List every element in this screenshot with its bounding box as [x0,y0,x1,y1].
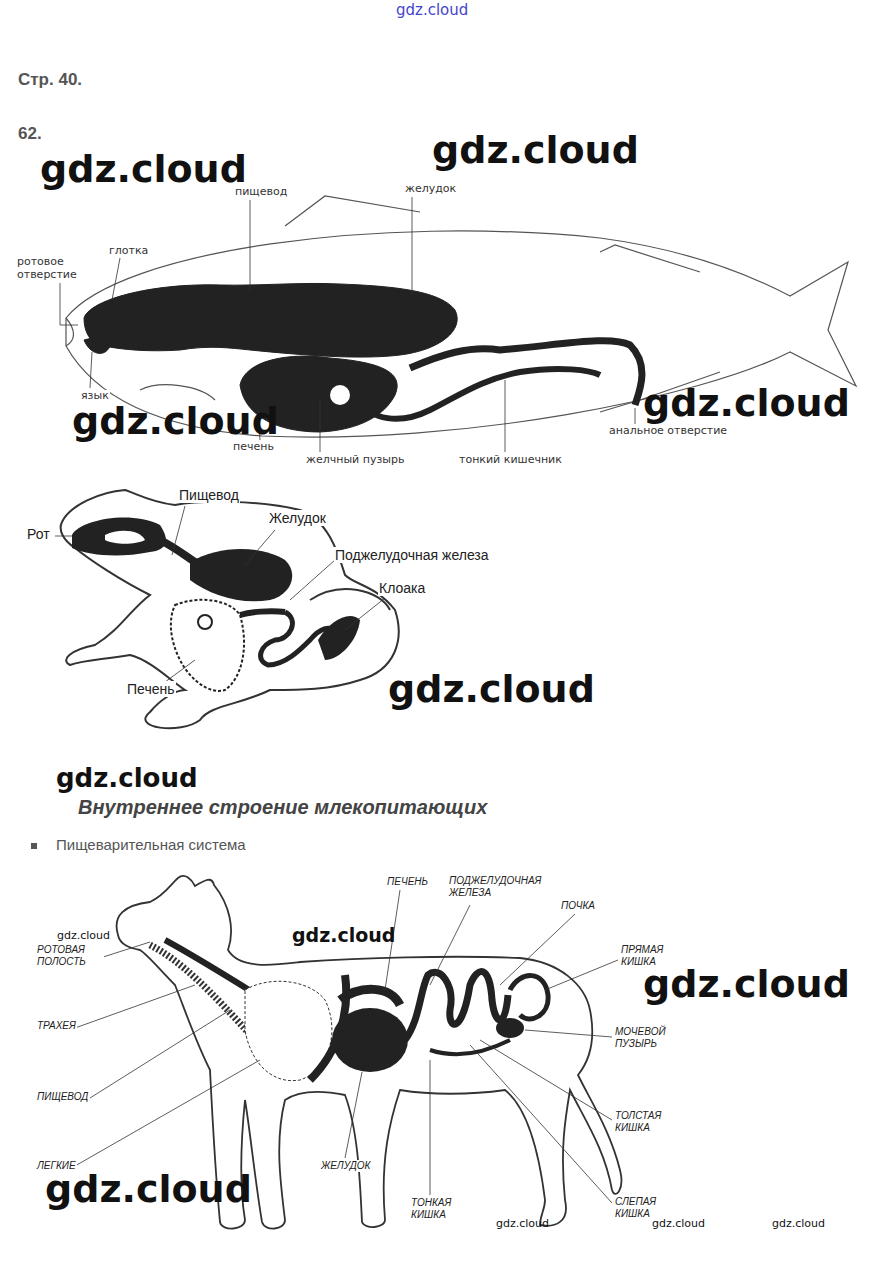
part-label: Печень [126,681,176,697]
watermark: gdz.cloud [292,925,395,947]
gall-bladder [330,385,350,405]
part-label: ПОЧКА [560,900,596,912]
watermark: gdz.cloud [40,148,247,192]
part-label: МОЧЕВОЙ ПУЗЫРЬ [614,1026,680,1049]
watermark: gdz.cloud [496,1218,549,1231]
frog-digestive-tract [72,518,360,691]
part-label: Рот [26,526,51,542]
page-number: Стр. 40. [18,70,82,90]
frog-figure [61,490,399,728]
part-label: Желудок [268,510,327,526]
watermark: gdz.cloud [432,129,639,173]
watermark: gdz.cloud [388,668,595,712]
part-label: СЛЕПАЯ КИШКА [614,1196,680,1219]
part-label: ТОНКАЯ КИШКА [410,1197,458,1220]
part-label: ТОЛСТАЯ КИШКА [614,1110,680,1133]
section-subheading: Пищеварительная система [56,836,246,853]
dog-leaders [75,890,618,1203]
part-label: тонкий кишечник [458,454,563,467]
bullet-mark [31,843,37,849]
part-label: ПОДЖЕЛУДОЧНАЯ ЖЕЛЕЗА [448,875,545,898]
watermark: gdz.cloud [652,1218,705,1231]
part-label: ЖЕЛУДОК [320,1160,371,1172]
part-label: РОТОВАЯ ПОЛОСТЬ [36,944,104,967]
part-label: ПЕЧЕНЬ [386,876,429,888]
watermark: gdz.cloud [57,930,110,943]
watermark: gdz.cloud [56,764,198,794]
part-label: анальное отверстие [608,425,728,438]
part-label: Клоака [378,580,426,596]
section-heading: Внутреннее строение млекопитающих [78,796,487,819]
part-label: глотка [108,245,149,258]
watermark: gdz.cloud [643,382,850,426]
part-label: желудок [404,183,457,196]
dog-organs [150,940,548,1081]
part-label: Пищевод [178,487,240,503]
part-label: пищевод [234,186,288,199]
part-label: ТРАХЕЯ [36,1020,77,1032]
watermark: gdz.cloud [772,1218,825,1231]
fish-leaders [60,197,635,452]
watermark: gdz.cloud [643,963,850,1007]
frog-leaders [55,506,385,682]
watermark: gdz.cloud [45,1168,252,1212]
part-label: ПИЩЕВОД [36,1091,89,1103]
watermark: gdz.cloud [396,2,468,19]
part-label: Поджелудочная железа [334,547,490,563]
watermark: gdz.cloud [72,400,279,444]
part-label: желчный пузырь [305,454,405,467]
task-number: 62. [18,124,42,144]
part-label: ротовое отверстие [16,256,94,281]
